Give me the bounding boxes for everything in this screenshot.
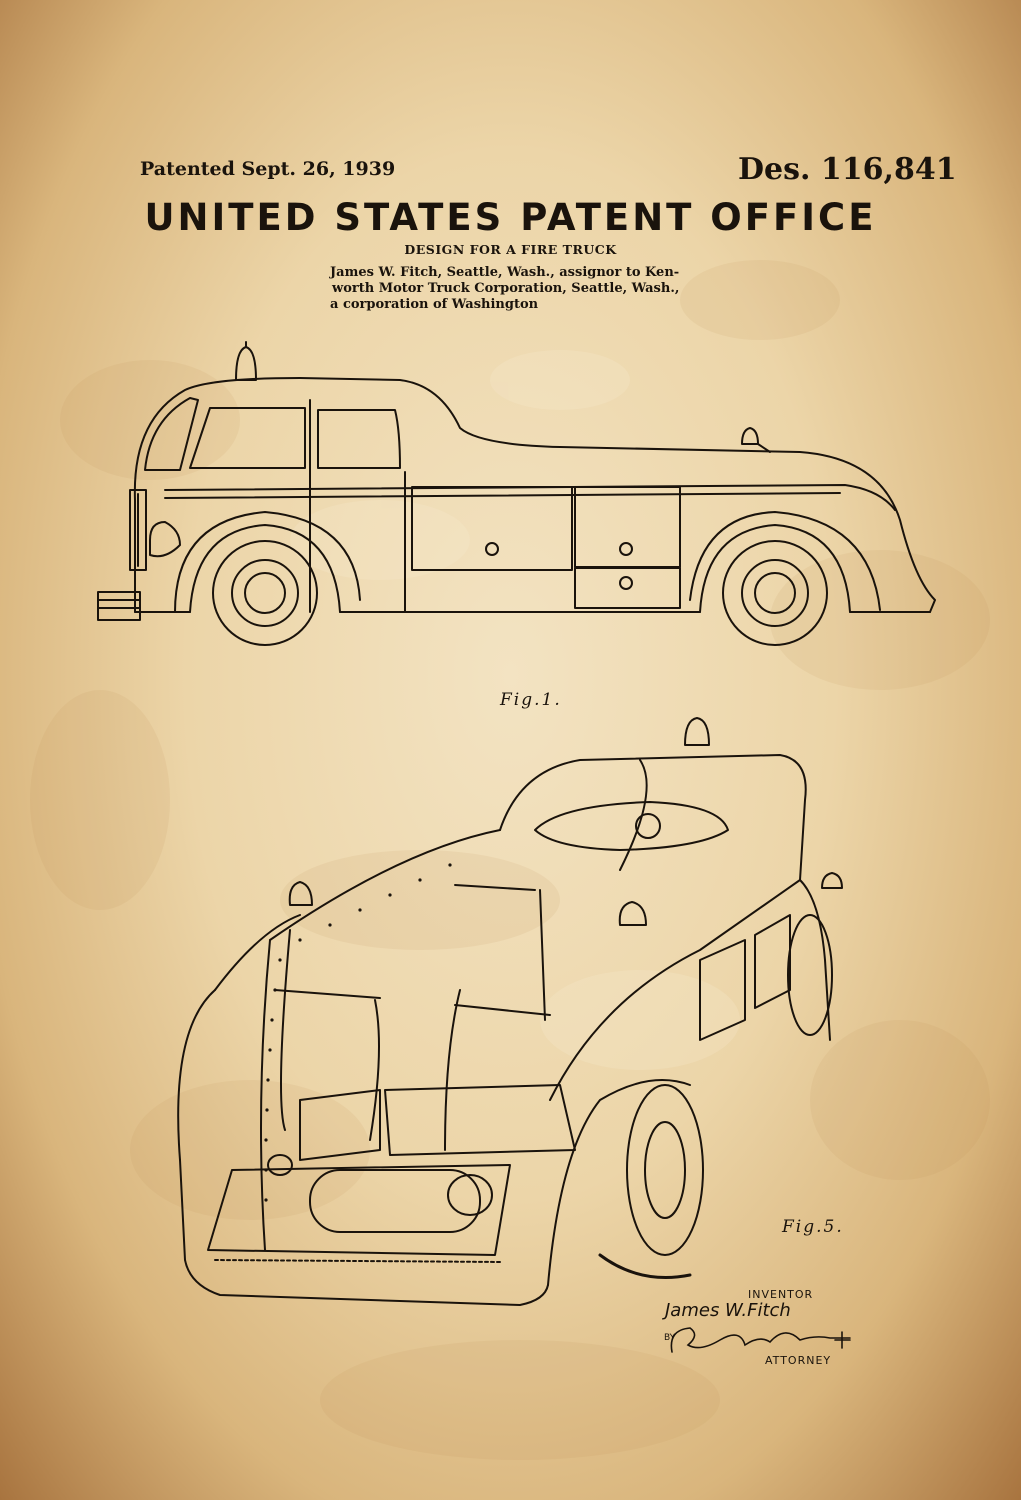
patent-date: Patented Sept. 26, 1939 xyxy=(140,158,396,180)
figure-5-label: Fig.5. xyxy=(782,1217,844,1237)
inventor-name: James W.Fitch xyxy=(665,1300,791,1321)
attorney-label: ATTORNEY xyxy=(765,1354,832,1367)
inventor-line-3: a corporation of Washington xyxy=(330,297,539,312)
design-title: DESIGN FOR A FIRE TRUCK xyxy=(404,242,617,257)
inventor-line-2: worth Motor Truck Corporation, Seattle, … xyxy=(332,281,680,296)
figure-1-label: Fig.1. xyxy=(500,690,562,710)
inventor-label: INVENTOR xyxy=(748,1288,814,1301)
by-label: BY xyxy=(664,1333,676,1343)
patent-office-title: UNITED STATES PATENT OFFICE xyxy=(144,196,877,239)
inventor-line-1: James W. Fitch, Seattle, Wash., assignor… xyxy=(330,265,680,280)
inventor-assignment-text: James W. Fitch, Seattle, Wash., assignor… xyxy=(330,265,730,313)
design-number: Des. 116,841 xyxy=(738,152,957,187)
